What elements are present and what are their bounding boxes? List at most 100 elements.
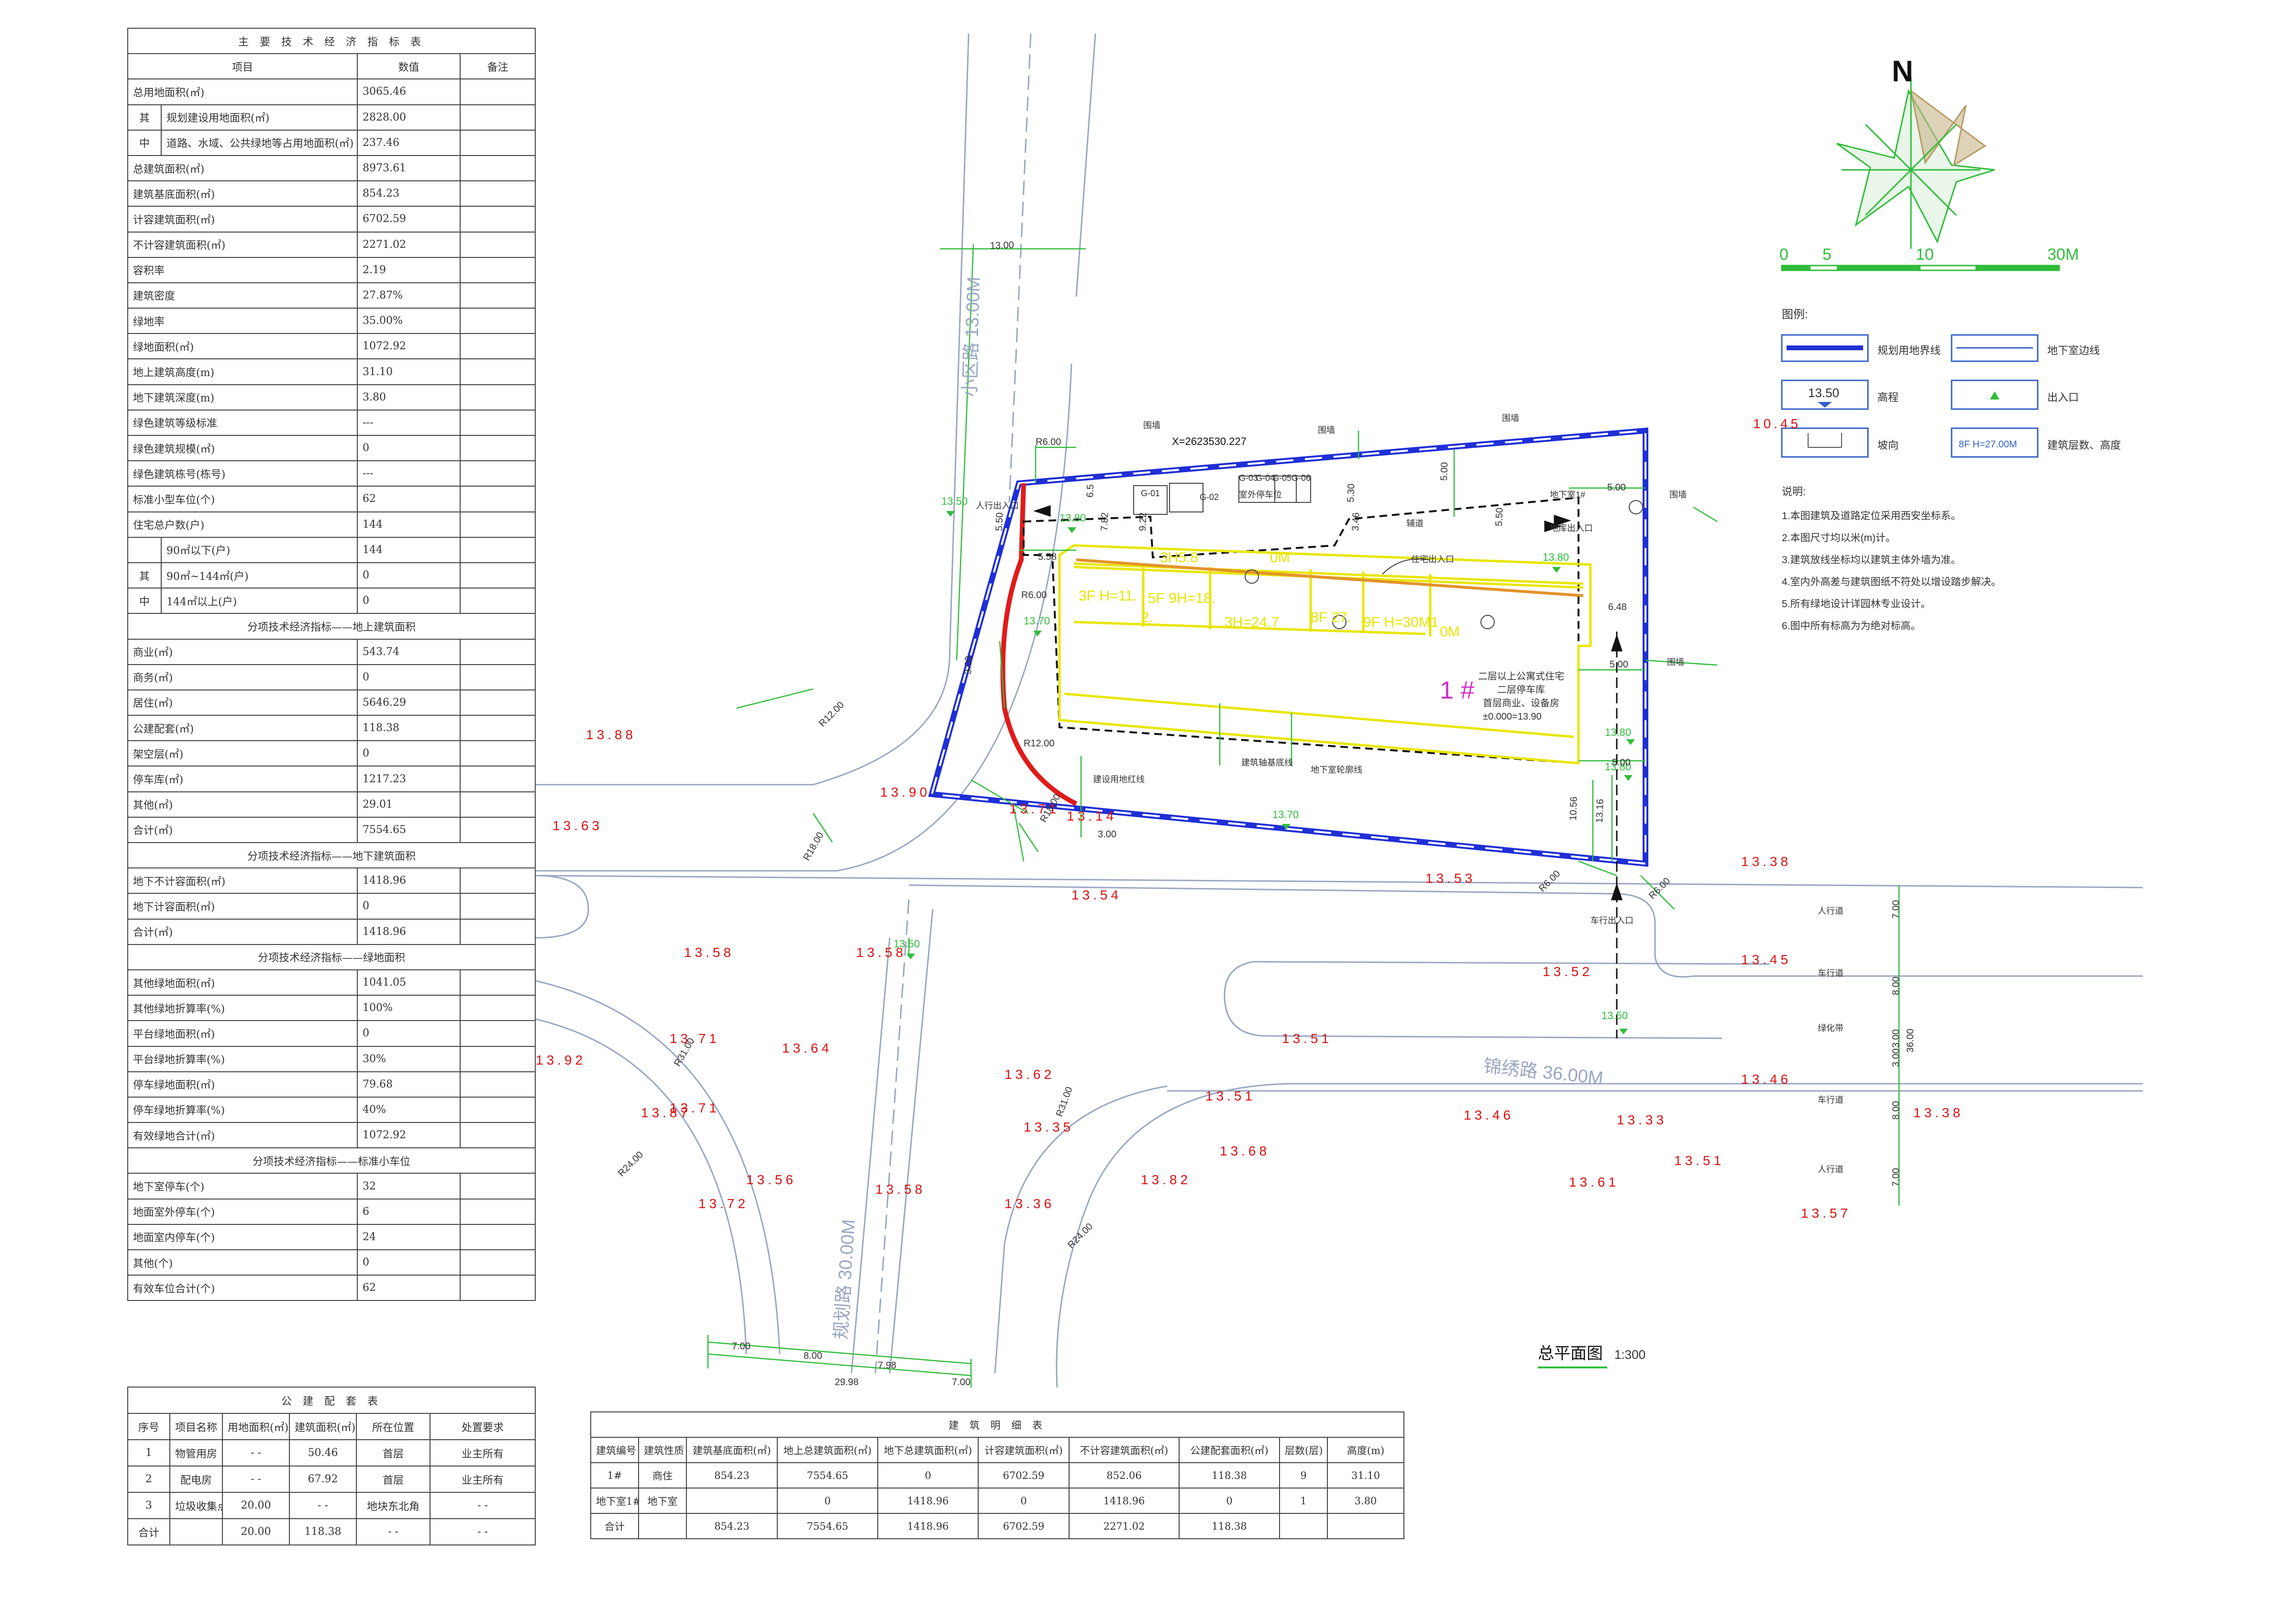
table-row: 建 筑 明 细 表 <box>590 1411 1405 1438</box>
table-cell: 7554.65 <box>777 1462 878 1489</box>
row-label: 停车库(㎡) <box>127 766 358 792</box>
dimension-label: R12.00 <box>1024 738 1055 749</box>
table-row: 停车绿地面积(㎡)79.68 <box>127 1071 536 1098</box>
table-cell <box>1326 1513 1405 1539</box>
red-elevation-group: 13.8813.6313.9013.7113.5813.5413.7113.58… <box>536 727 1960 1221</box>
column-header: 地下总建筑面积(㎡) <box>877 1437 979 1463</box>
row-note <box>459 1173 536 1200</box>
row-note <box>459 1223 536 1251</box>
parking-g01: G-01 <box>1141 489 1160 498</box>
dimension-label: 5.00 <box>1607 482 1626 493</box>
dimension-text-group: 13.00R6.005.505.58R6.003.00R12.00R12.00R… <box>616 240 1916 1388</box>
road-jinxiu-south-line <box>1056 1083 1292 1388</box>
table-row: 商业(㎡)543.74 <box>127 638 536 665</box>
table-row: 合计(㎡)1418.96 <box>127 918 536 945</box>
row-value: 1041.05 <box>357 969 461 996</box>
row-note <box>459 995 536 1022</box>
dimension-label: 7.00 <box>1891 1168 1901 1187</box>
table-cell: 地块东北角 <box>356 1492 430 1519</box>
table-row: 总建筑面积(㎡)8973.61 <box>127 155 536 182</box>
building-1-outline <box>1058 544 1592 765</box>
legend-entrance-symbol <box>1951 379 2039 410</box>
floor-tag-5: 3H=24.7 <box>1225 614 1279 630</box>
red-elevation-label: 13.52 <box>1543 964 1593 979</box>
red-elevation-label: 13.58 <box>856 945 906 960</box>
green-elevation-label: 13.50 <box>1601 1010 1628 1022</box>
row-value: 35.00% <box>357 308 461 334</box>
row-note <box>459 231 536 258</box>
dimension-label: 7.00 <box>732 1341 751 1352</box>
row-value: 3065.46 <box>357 78 461 105</box>
row-value: 543.74 <box>357 638 461 665</box>
dimension-label: 7.98 <box>878 1360 896 1371</box>
road-guihua-right <box>889 909 934 1374</box>
row-value: 3.80 <box>357 384 461 411</box>
table-cell: - - <box>222 1439 290 1466</box>
table-row: 住宅总户数(户)144 <box>127 511 536 538</box>
row-label: 其他(个) <box>127 1249 358 1276</box>
table-cell: 854.23 <box>686 1513 778 1539</box>
group-cell: 中 <box>127 588 162 614</box>
table-cell: 业主所有 <box>429 1466 536 1493</box>
dimension-label: R6.00 <box>1647 876 1672 901</box>
table-row: 建筑基底面积(㎡)854.23 <box>127 180 536 207</box>
scale-label-10: 10 <box>1916 245 1934 264</box>
table-row: 其他(㎡)29.01 <box>127 791 536 818</box>
red-elevation-label: 13.35 <box>1024 1120 1074 1134</box>
row-label: 计容建筑面积(㎡) <box>127 206 358 233</box>
row-note <box>459 1071 536 1098</box>
table-cell <box>1279 1513 1328 1539</box>
dimension-lines <box>707 244 1900 1388</box>
table-cell: - - <box>222 1466 290 1493</box>
table-cell: 地下室 <box>638 1488 687 1514</box>
table-cell: 67.92 <box>289 1466 357 1493</box>
green-elevation-label: 13.80 <box>1605 761 1631 773</box>
build-line-label: 建筑轴基底线 <box>1241 758 1293 767</box>
table-cell: 7554.65 <box>777 1513 878 1539</box>
column-header: 不计容建筑面积(㎡) <box>1069 1437 1180 1463</box>
row-note <box>459 333 536 360</box>
lane2-label: 住宅出入口 <box>1411 555 1454 564</box>
row-label: 绿地率 <box>127 308 358 334</box>
north-label: N <box>1892 55 1913 88</box>
row-value: 62 <box>357 486 461 512</box>
legend-slope-symbol <box>1781 427 1869 458</box>
row-label: 地上建筑高度(m) <box>127 358 358 385</box>
parking-g02: G-02 <box>1200 492 1219 502</box>
row-value: 27.87% <box>357 282 461 309</box>
row-label: 地下计容面积(㎡) <box>127 893 358 920</box>
table-cell <box>686 1488 778 1514</box>
red-elevation-label: 13.72 <box>698 1196 749 1211</box>
row-label: 停车绿地面积(㎡) <box>127 1071 358 1098</box>
table-cell: 1418.96 <box>877 1488 979 1514</box>
row-note <box>459 460 536 487</box>
red-elevation-label: 13.71 <box>670 1031 720 1046</box>
table-row: 地面室内停车(个)24 <box>127 1223 536 1251</box>
table-cell: - - <box>429 1518 536 1545</box>
wall-label-1: 围墙 <box>1143 421 1160 430</box>
row-note <box>459 78 536 105</box>
dimension-label: R24.00 <box>616 1149 645 1178</box>
column-header: 用地面积(㎡) <box>222 1413 290 1440</box>
table-cell: 物管用房 <box>169 1439 223 1466</box>
parking-g06: G-06 <box>1292 473 1311 483</box>
dimension-label: 5.50 <box>1494 507 1505 526</box>
legend-elevation-symbol <box>1781 379 1869 410</box>
table-cell: 合计 <box>590 1513 639 1539</box>
row-label: 架空层(㎡) <box>127 740 358 767</box>
table-cell: 118.38 <box>1179 1513 1280 1539</box>
table-cell: 118.38 <box>289 1518 357 1545</box>
road-xiaoqu-left-edge <box>536 33 970 786</box>
table-cell: 3 <box>127 1492 170 1519</box>
row-label: 其他绿地面积(㎡) <box>127 969 358 996</box>
walk-b-label: 人行道 <box>1818 1165 1843 1174</box>
table-row: 地下不计容面积(㎡)1418.96 <box>127 867 536 894</box>
row-note <box>459 486 536 512</box>
redline-curve <box>1000 483 1078 806</box>
row-value: --- <box>357 409 461 436</box>
legend-basement-label: 地下室边线 <box>2047 344 2100 356</box>
